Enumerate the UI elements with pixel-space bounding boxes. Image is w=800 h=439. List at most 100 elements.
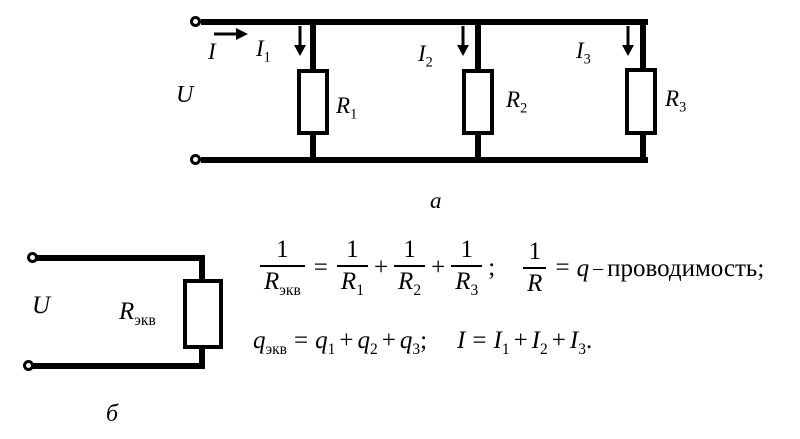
den-sub: 2	[413, 282, 422, 300]
q-equiv-term: qэкв	[253, 327, 287, 358]
i2-term: I2	[532, 327, 548, 358]
q1-sub: 1	[327, 341, 336, 358]
terminal-b-bottom	[23, 360, 34, 371]
plus-sign: +	[373, 254, 389, 282]
fraction-bar	[260, 265, 305, 268]
equals-sign: =	[472, 327, 487, 354]
q2-base: q	[357, 327, 370, 354]
plus-sign: +	[513, 327, 528, 354]
q3-base: q	[399, 327, 413, 354]
period: .	[585, 327, 593, 354]
denominator: R2	[394, 267, 425, 299]
branch3-current-label: I3	[576, 39, 591, 67]
plus-sign: +	[381, 327, 396, 354]
wire-b-bottom	[33, 363, 205, 369]
fraction-1-over-r2: 1 R2	[394, 236, 426, 300]
qe-base: q	[253, 327, 266, 354]
requiv-sub: экв	[134, 312, 156, 329]
equals-sign: =	[313, 254, 328, 282]
fraction-1-over-r1: 1 R1	[336, 236, 368, 300]
branch3-wire-lower	[640, 133, 646, 160]
den-base: R	[527, 270, 543, 298]
current-symbol: I	[457, 327, 466, 354]
i3-sub: 3	[578, 341, 586, 358]
branch2-current-arrow-icon	[457, 26, 469, 56]
branch1-current-label: I1	[256, 37, 271, 65]
conductivity-word: проводимость;	[607, 254, 765, 282]
branch3-current-arrow-icon	[622, 26, 634, 56]
i3-sub: 3	[583, 51, 591, 68]
main-current-label: I	[208, 39, 216, 64]
requiv-base: R	[119, 298, 135, 325]
fraction-1-over-r: 1 R	[523, 238, 547, 298]
resistor3-label: R3	[665, 87, 686, 115]
wire-a-bottom	[201, 157, 648, 163]
plus-sign: +	[551, 327, 566, 354]
branch3-wire-upper	[640, 19, 646, 69]
denominator: R3	[451, 267, 482, 299]
denominator: R	[523, 269, 546, 297]
q3-term: q3	[400, 327, 420, 358]
i1-sub: 1	[501, 341, 510, 358]
wire-b-lower	[199, 347, 205, 369]
numerator: 1	[528, 238, 542, 265]
semicolon: ;	[488, 254, 496, 282]
qe-sub: экв	[265, 341, 288, 358]
voltage-label-b: U	[32, 292, 51, 319]
branch2-wire-upper	[475, 22, 481, 70]
dash: –	[593, 256, 604, 279]
denominator: Rэкв	[260, 267, 305, 299]
formula-line-1: 1 Rэкв = 1 R1 + 1 R2 + 1 R3 ; 1 R = q	[258, 236, 765, 300]
numerator: 1	[276, 236, 289, 263]
i3-term: I3	[570, 327, 586, 358]
den-sub: 3	[470, 282, 479, 300]
i2-base: I	[418, 41, 426, 66]
den-base: R	[455, 268, 471, 296]
fraction-1-over-requiv: 1 Rэкв	[260, 236, 305, 300]
den-base: R	[398, 268, 414, 296]
equivalent-resistor-label: Rэкв	[119, 299, 156, 329]
numerator: 1	[403, 236, 416, 263]
conductance-symbol: q	[576, 254, 590, 282]
r3-base: R	[665, 86, 680, 111]
i2-base: I	[531, 327, 540, 354]
den-sub: 1	[356, 282, 364, 300]
resistor-r2	[462, 69, 494, 135]
denominator: R1	[337, 267, 368, 299]
resistor-r1	[297, 69, 329, 135]
voltage-label-a: U	[176, 82, 194, 108]
numerator: 1	[460, 236, 473, 263]
den-base: R	[340, 268, 357, 296]
fraction-bar	[451, 265, 483, 268]
q2-term: q2	[357, 327, 377, 358]
equals-sign: =	[294, 327, 309, 354]
q1-term: q1	[315, 327, 335, 358]
terminal-b-top	[27, 252, 38, 263]
terminal-a-top	[190, 16, 201, 27]
r2-base: R	[506, 87, 521, 112]
branch1-current-arrow-icon	[294, 26, 306, 56]
den-sub: экв	[279, 282, 301, 300]
q1-base: q	[315, 327, 328, 354]
plus-sign: +	[431, 254, 446, 282]
wire-b-top	[37, 255, 205, 261]
q2-sub: 2	[369, 341, 378, 358]
i1-term: I1	[493, 327, 509, 358]
plus-sign: +	[339, 327, 354, 354]
resistor1-label: R1	[336, 94, 357, 122]
resistor-r3	[625, 68, 657, 135]
fraction-bar	[336, 265, 368, 268]
resistor-requiv	[183, 279, 223, 349]
fraction-1-over-r3: 1 R3	[451, 236, 483, 300]
equals-sign: =	[555, 254, 570, 282]
resistor2-label: R2	[506, 88, 527, 116]
r2-sub: 2	[520, 100, 528, 117]
i1-base: I	[256, 36, 264, 61]
r1-base: R	[336, 93, 351, 118]
i3-base: I	[576, 38, 584, 63]
wire-a-top	[201, 19, 648, 25]
branch1-wire-lower	[310, 133, 316, 160]
q3-sub: 3	[412, 341, 421, 358]
fraction-bar	[523, 267, 547, 270]
branch2-wire-lower	[475, 133, 481, 160]
